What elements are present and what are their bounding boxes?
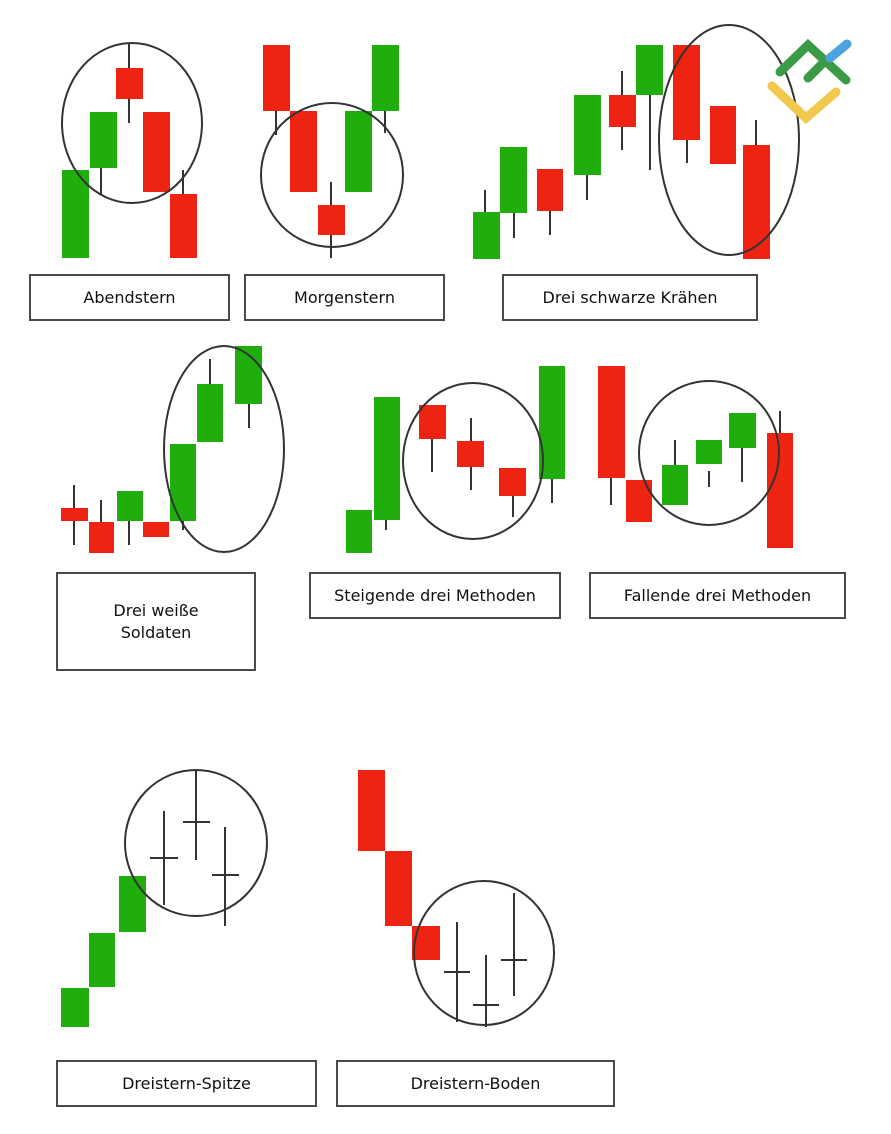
bullish-candle xyxy=(62,170,89,258)
bearish-candle xyxy=(598,366,625,478)
bullish-candle xyxy=(500,147,527,213)
bearish-candle xyxy=(609,95,636,127)
bullish-candle xyxy=(374,397,400,520)
label-line-1: Drei weiße xyxy=(113,600,199,620)
highlight-circle xyxy=(413,880,555,1026)
bearish-candle xyxy=(358,770,385,851)
bullish-candle xyxy=(197,384,223,442)
bearish-candle xyxy=(419,405,446,439)
bearish-candle xyxy=(61,508,88,521)
bearish-candle xyxy=(457,441,484,467)
highlight-circle xyxy=(163,345,285,553)
bullish-candle xyxy=(696,440,722,464)
label-fallende-drei-methoden: Fallende drei Methoden xyxy=(589,572,846,619)
bearish-candle xyxy=(499,468,526,496)
bullish-candle xyxy=(119,876,146,932)
pattern-morgenstern xyxy=(260,45,404,258)
bearish-candle xyxy=(385,851,412,926)
label-abendstern: Abendstern xyxy=(29,274,230,321)
bearish-candle xyxy=(767,433,793,548)
bullish-candle xyxy=(372,45,399,111)
bullish-candle xyxy=(636,45,663,95)
brand-logo xyxy=(767,38,852,125)
label-morgenstern: Morgenstern xyxy=(244,274,445,321)
bearish-candle xyxy=(89,522,114,553)
pattern-drei-schwarze-kraehen xyxy=(473,24,800,259)
bullish-candle xyxy=(89,933,115,987)
bearish-candle xyxy=(290,111,317,192)
bearish-candle xyxy=(626,480,652,522)
bearish-candle xyxy=(116,68,143,99)
highlight-circle xyxy=(402,382,544,540)
bearish-candle xyxy=(143,112,170,192)
highlight-circle xyxy=(658,24,800,256)
highlight-circle xyxy=(61,42,203,204)
pattern-dreistern-spitze xyxy=(61,769,268,1027)
highlight-circle xyxy=(638,380,780,526)
bearish-candle xyxy=(170,194,197,258)
logo-yellow-chevron xyxy=(767,81,841,125)
label-line-2: Soldaten xyxy=(120,622,192,642)
label-steigende-drei-methoden: Steigende drei Methoden xyxy=(309,572,561,619)
label-drei-schwarze-kraehen: Drei schwarze Krähen xyxy=(502,274,758,321)
pattern-dreistern-boden xyxy=(358,770,555,1027)
label-dreistern-boden: Dreistern-Boden xyxy=(336,1060,615,1107)
bullish-candle xyxy=(170,444,196,521)
logo-blue-stroke xyxy=(825,39,852,63)
bearish-candle xyxy=(537,169,563,211)
bullish-candle xyxy=(345,111,372,192)
label-dreistern-spitze: Dreistern-Spitze xyxy=(56,1060,317,1107)
bullish-candle xyxy=(729,413,756,448)
pattern-fallende-drei-methoden xyxy=(598,366,793,548)
bearish-candle xyxy=(143,522,169,537)
bullish-candle xyxy=(90,112,117,168)
pattern-drei-weisse-soldaten xyxy=(61,345,285,553)
bearish-candle xyxy=(710,106,736,164)
bearish-candle xyxy=(673,45,700,140)
highlight-circle xyxy=(124,769,268,917)
pattern-steigende-drei-methoden xyxy=(346,366,565,553)
bullish-candle xyxy=(473,212,500,259)
bullish-candle xyxy=(574,95,601,175)
bullish-candle xyxy=(61,988,89,1027)
bearish-candle xyxy=(743,145,770,259)
bullish-candle xyxy=(662,465,688,505)
logo-green-chevron xyxy=(775,38,851,85)
bearish-candle xyxy=(263,45,290,111)
bearish-candle xyxy=(318,205,345,235)
bullish-candle xyxy=(117,491,143,521)
highlight-circle xyxy=(260,102,404,248)
bullish-candle xyxy=(346,510,372,553)
label-drei-weisse-soldaten: Drei weiße Soldaten xyxy=(56,572,256,671)
pattern-abendstern xyxy=(61,42,203,258)
